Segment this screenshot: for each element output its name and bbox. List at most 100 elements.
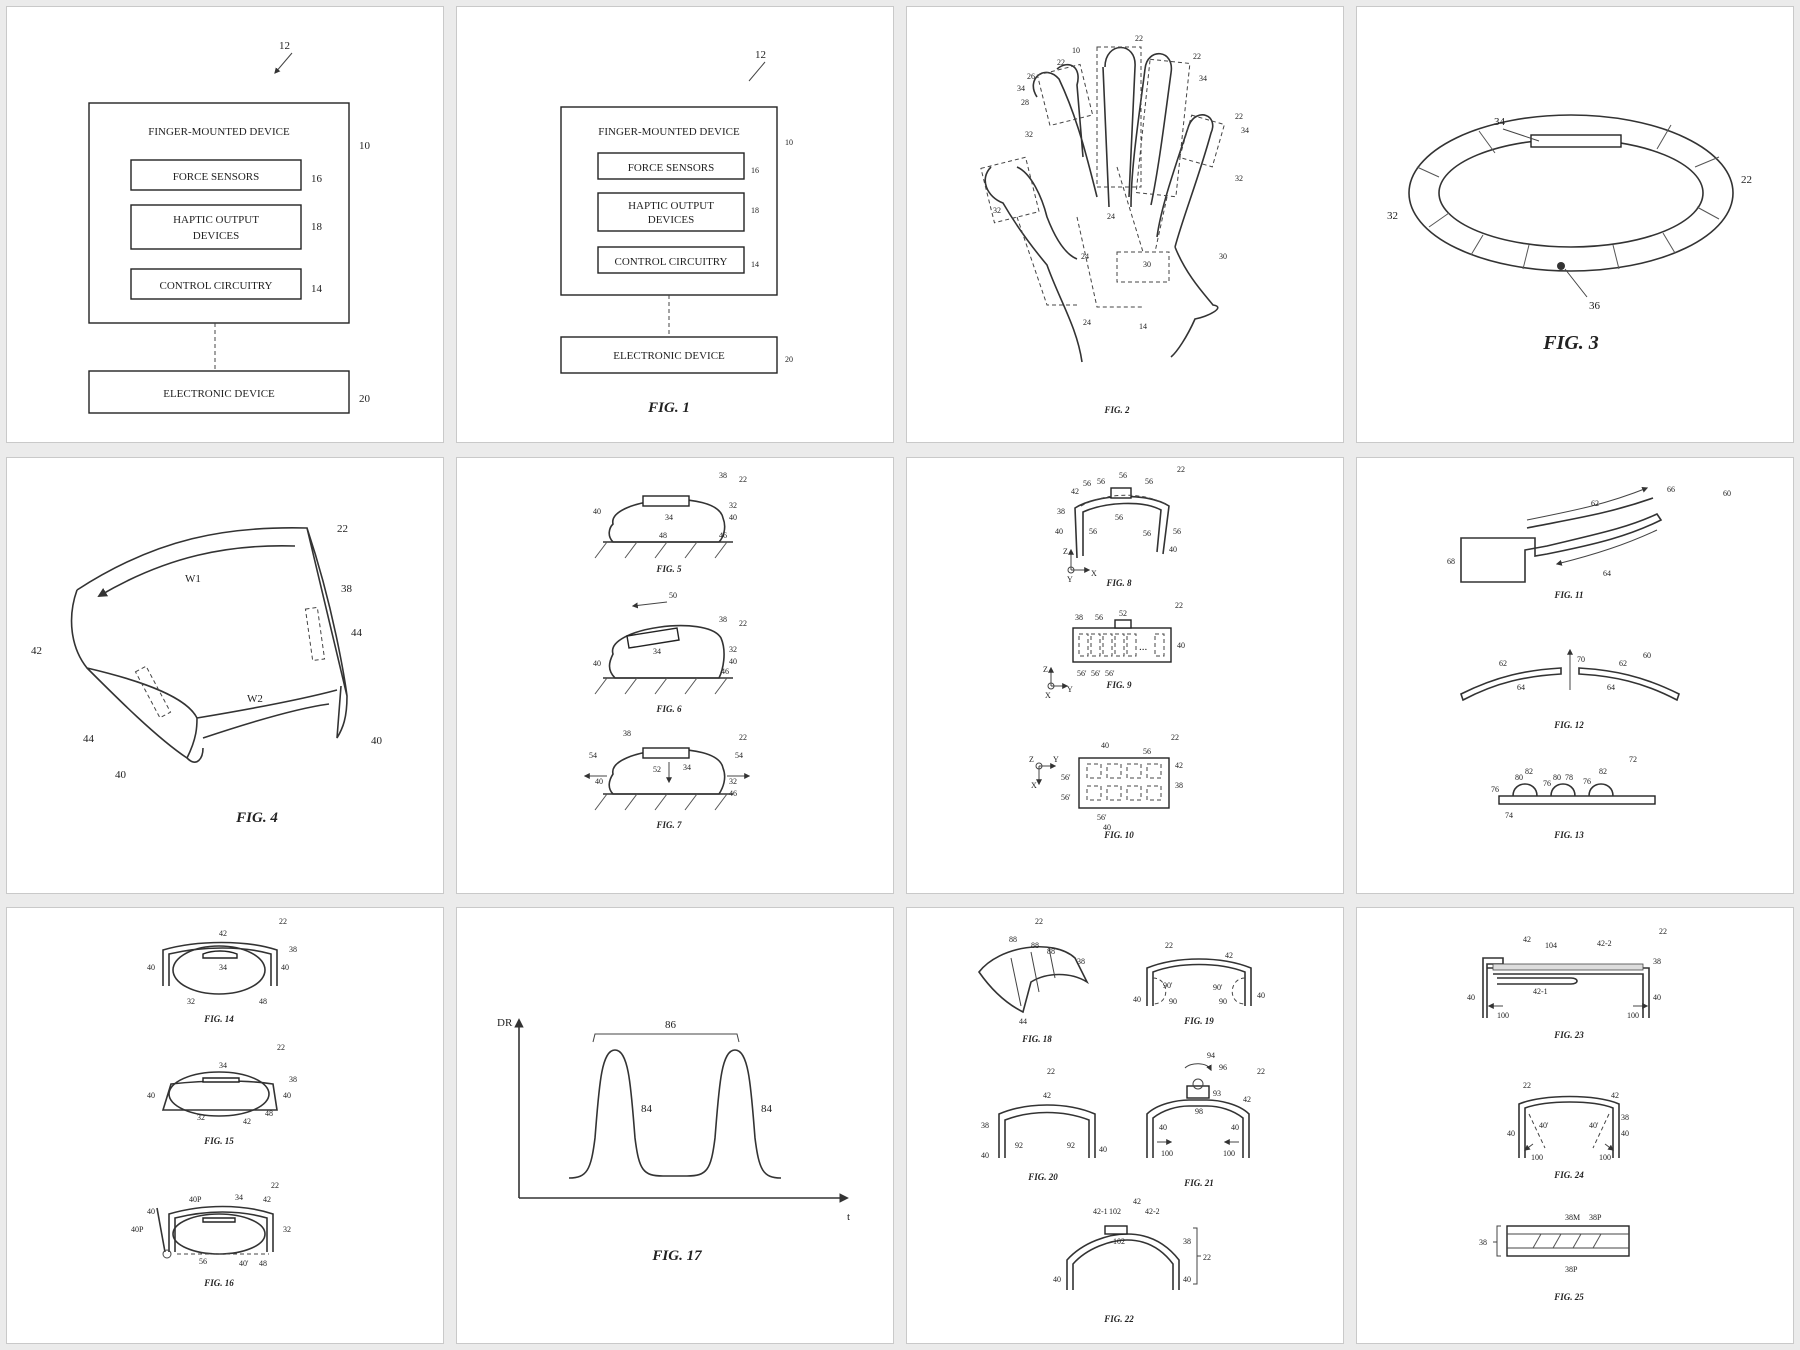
figure-caption: FIG. 22 bbox=[1103, 1314, 1134, 1324]
fig23-25-drawing: 22 42 104 42-2 38 42-1 40 40 100 100 FIG… bbox=[1467, 927, 1667, 1302]
fig6-hatching bbox=[594, 677, 728, 695]
ref-label: 42 bbox=[1133, 1197, 1141, 1206]
ref-label: 84 bbox=[761, 1103, 773, 1115]
fig13-domes bbox=[1512, 783, 1614, 797]
ref-label: 10 bbox=[1072, 46, 1080, 55]
ref-label: 30 bbox=[1143, 260, 1151, 269]
fig25-hatching bbox=[1532, 1233, 1602, 1249]
figure-caption: FIG. 2 bbox=[1103, 405, 1130, 415]
ref-label: 56 bbox=[199, 1257, 207, 1266]
ref-label: 40 bbox=[729, 657, 737, 666]
force-sensors-label: FORCE SENSORS bbox=[628, 162, 715, 174]
sensor-outline bbox=[134, 665, 172, 719]
ref-label: 56' bbox=[1077, 669, 1087, 678]
y-axis-label: DR bbox=[497, 1017, 513, 1029]
figure-caption: FIG. 10 bbox=[1103, 830, 1134, 840]
ref-label: 22 bbox=[1047, 1067, 1055, 1076]
haptic-label: HAPTIC OUTPUT bbox=[628, 200, 714, 212]
ref-label: 38 bbox=[1075, 613, 1083, 622]
figure-caption: FIG. 13 bbox=[1553, 830, 1584, 840]
ref-label: 56 bbox=[1089, 527, 1097, 536]
ref-label: 22 bbox=[1203, 1253, 1211, 1262]
fig8-dashed bbox=[1080, 494, 1166, 507]
axis-label: Z bbox=[1063, 547, 1068, 556]
ref-label: 32 bbox=[197, 1113, 205, 1122]
ref-label: 40 bbox=[1177, 641, 1185, 650]
ref-label: 46 bbox=[729, 789, 737, 798]
ref-label: 40 bbox=[1099, 1145, 1107, 1154]
ref-label: 72 bbox=[1629, 755, 1637, 764]
electronic-box bbox=[560, 336, 778, 374]
finger-device-outline bbox=[1178, 114, 1226, 168]
ref-label: 42 bbox=[1071, 487, 1079, 496]
fig22-bracket bbox=[1193, 1227, 1201, 1285]
ref-label: 40 bbox=[371, 735, 383, 747]
ref-label: 22 bbox=[1193, 52, 1201, 61]
fig19-dashed bbox=[1152, 977, 1246, 1005]
ref-label: 56' bbox=[1061, 773, 1071, 782]
panel-fig4: 22 38 W1 W2 42 44 44 40 40 FIG. 4 bbox=[6, 457, 444, 894]
finger-device-outline bbox=[1096, 46, 1142, 188]
ref-label: 40' bbox=[1589, 1121, 1599, 1130]
ref-label: 40 bbox=[283, 1091, 291, 1100]
width-label: W1 bbox=[185, 573, 201, 585]
ref-label: 38 bbox=[341, 583, 353, 595]
fig18-device bbox=[978, 946, 1089, 1014]
bracket bbox=[592, 1033, 740, 1043]
ref-label: 40 bbox=[115, 769, 127, 781]
figure-caption: FIG. 25 bbox=[1553, 1292, 1584, 1302]
ref-label: 34 bbox=[235, 1193, 243, 1202]
fig13-substrate bbox=[1498, 795, 1656, 805]
ref-label: 92 bbox=[1015, 1141, 1023, 1150]
panel-fig5-7: 38 22 34 32 40 40 48 46 FIG. 5 50 38 22 … bbox=[456, 457, 894, 894]
ref-label: 40 bbox=[1257, 991, 1265, 1000]
ref-label: 88 bbox=[1009, 935, 1017, 944]
ref-label: 102 bbox=[1113, 1237, 1125, 1246]
fig18-bands bbox=[1010, 947, 1056, 1007]
ref-label: 88 bbox=[1047, 947, 1055, 956]
fig11-arrow bbox=[1555, 529, 1658, 566]
ref-label: 40 bbox=[1133, 995, 1141, 1004]
panel-fig18-22: 22 88 88 88 38 44 FIG. 18 22 42 90' 90' … bbox=[906, 907, 1344, 1344]
ref-label: 34 bbox=[219, 1061, 227, 1070]
figure-caption: FIG. 7 bbox=[655, 820, 682, 830]
fig3-ring-drawing: 34 22 32 36 FIG. 3 bbox=[1387, 114, 1752, 354]
ref-label: 38M bbox=[1565, 1213, 1580, 1222]
ref-label: 88 bbox=[1031, 941, 1039, 950]
control-box bbox=[130, 268, 302, 300]
figure-caption: FIG. 18 bbox=[1021, 1034, 1052, 1044]
ref-label: 42 bbox=[31, 645, 42, 657]
ref-label: 56' bbox=[1105, 669, 1115, 678]
ref-label: 48 bbox=[659, 531, 667, 540]
ref-label: 82 bbox=[1599, 767, 1607, 776]
fig15-sensor bbox=[202, 1077, 240, 1083]
ref-label: 24 bbox=[1083, 318, 1091, 327]
fig8-10-drawing: Z X Y 22 56 56 56 56 42 56 38 40 56 56 5… bbox=[1029, 465, 1185, 840]
ref-label: 100 bbox=[1161, 1149, 1173, 1158]
fig25-bracket bbox=[1493, 1225, 1501, 1257]
ref-label: 68 bbox=[1447, 557, 1455, 566]
ref-label: 36 bbox=[1589, 300, 1601, 312]
leader-line bbox=[1502, 128, 1540, 142]
fig10-sensor-grid bbox=[1086, 763, 1162, 801]
leader-line bbox=[274, 52, 293, 74]
ref-label: 34 bbox=[1241, 126, 1249, 135]
ref-label: 70 bbox=[1577, 655, 1585, 664]
ref-label: 74 bbox=[1505, 811, 1513, 820]
figure-caption: FIG. 21 bbox=[1183, 1178, 1214, 1188]
ref-label: 38 bbox=[289, 945, 297, 954]
ref-label: 94 bbox=[1207, 1051, 1215, 1060]
hand-outline bbox=[984, 46, 1219, 363]
fig4-drawing: 22 38 W1 W2 42 44 44 40 40 FIG. 4 bbox=[31, 523, 383, 826]
ref-label: 86 bbox=[665, 1019, 677, 1031]
axis-label: X bbox=[1045, 691, 1051, 700]
fig17-graph: DR t 86 84 84 FIG. 17 bbox=[497, 1017, 850, 1264]
ref-label: 40 bbox=[1101, 741, 1109, 750]
ref-label: 30 bbox=[1219, 252, 1227, 261]
finger-device-label: FINGER-MOUNTED DEVICE bbox=[598, 126, 740, 138]
finger-device-outline bbox=[1036, 63, 1094, 127]
fig21-device bbox=[1146, 1099, 1250, 1158]
fig11-arrow bbox=[1526, 486, 1649, 521]
haptic-label: DEVICES bbox=[193, 230, 239, 242]
ref-label: 38P bbox=[1589, 1213, 1602, 1222]
